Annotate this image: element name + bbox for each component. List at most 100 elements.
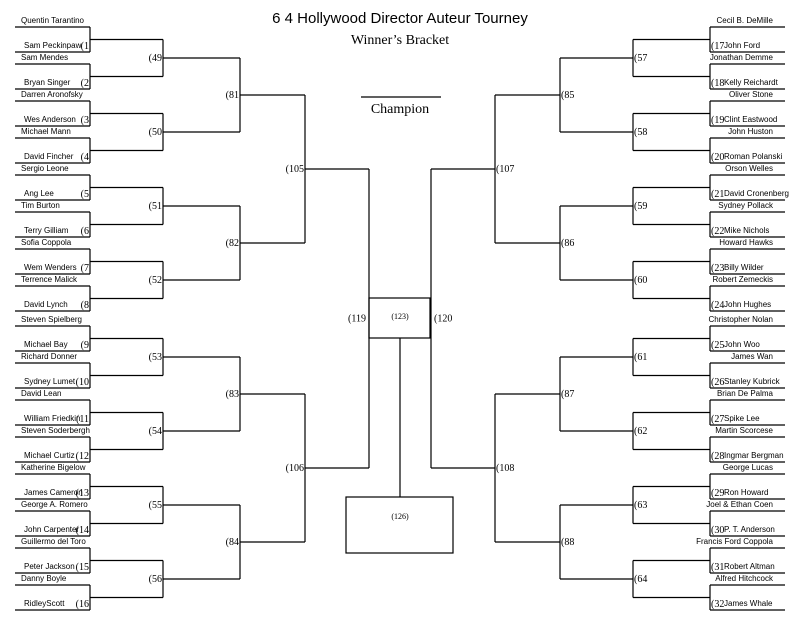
left-r1-match-5-label: (53	[149, 352, 162, 363]
right-block-4-bottom-name: Roman Polanski	[724, 152, 782, 161]
left-block-14-seed: (14	[76, 525, 89, 536]
right-r1-match-4-label: (60	[634, 275, 647, 286]
right-block-2-seed: (18	[711, 78, 724, 89]
bracket-subtitle: Winner’s Bracket	[351, 33, 449, 48]
left-block-13-top-name: Katherine Bigelow	[21, 463, 86, 472]
left-r2-match-4-label: (84	[226, 537, 239, 548]
left-block-12-bottom-name: Michael Curtiz	[24, 451, 75, 460]
left-block-9-seed: (9	[81, 340, 89, 351]
semifinal-box-label: (123)	[391, 312, 409, 321]
right-block-16-top-name: Alfred Hitchcock	[715, 574, 774, 583]
left-r1-match-1-label: (49	[149, 53, 162, 64]
left-r1-match-7-label: (55	[149, 500, 162, 511]
left-r1-match-6-label: (54	[149, 426, 162, 437]
left-block-16-seed: (16	[76, 599, 89, 610]
right-block-13-top-name: George Lucas	[723, 463, 773, 472]
left-r1-match-2-label: (50	[149, 127, 162, 138]
left-block-11-top-name: David Lean	[21, 389, 61, 398]
right-block-10-seed: (26	[711, 377, 724, 388]
left-r4-match-label: (119	[348, 314, 366, 325]
left-block-10-bottom-name: Sydney Lumet	[24, 377, 76, 386]
right-block-4-top-name: John Huston	[728, 127, 773, 136]
right-block-14-bottom-name: P. T. Anderson	[724, 525, 775, 534]
left-r3-match-2-label: (106	[286, 463, 304, 474]
right-block-13-seed: (29	[711, 488, 724, 499]
final-box-label: (126)	[391, 512, 409, 521]
left-block-8-seed: (8	[81, 300, 89, 311]
left-block-14-top-name: George A. Romero	[21, 500, 88, 509]
right-block-6-top-name: Sydney Pollack	[718, 201, 774, 210]
bracket-title: 6 4 Hollywood Director Auteur Tourney	[272, 10, 528, 27]
right-block-9-top-name: Christopher Nolan	[709, 315, 773, 324]
right-block-8-seed: (24	[711, 300, 724, 311]
left-block-1-seed: (1	[81, 41, 89, 52]
right-block-14-top-name: Joel & Ethan Coen	[706, 500, 773, 509]
left-block-8-bottom-name: David Lynch	[24, 300, 68, 309]
left-block-6-top-name: Tim Burton	[21, 201, 60, 210]
left-block-9-bottom-name: Michael Bay	[24, 340, 68, 349]
right-block-11-seed: (27	[711, 414, 724, 425]
bracket-lines	[15, 26, 785, 611]
right-block-1-top-name: Cecil B. DeMille	[717, 16, 774, 25]
left-block-2-seed: (2	[81, 78, 89, 89]
right-r3-match-1-label: (107	[496, 164, 514, 175]
right-block-10-top-name: James Wan	[731, 352, 773, 361]
right-block-15-bottom-name: Robert Altman	[724, 562, 775, 571]
left-block-3-bottom-name: Wes Anderson	[24, 115, 76, 124]
right-r2-match-4-label: (88	[561, 537, 574, 548]
left-block-10-seed: (10	[76, 377, 89, 388]
left-block-15-seed: (15	[76, 562, 89, 573]
right-block-8-bottom-name: John Hughes	[724, 300, 771, 309]
right-block-12-seed: (28	[711, 451, 724, 462]
right-block-5-seed: (21	[711, 189, 724, 200]
left-block-7-seed: (7	[81, 263, 89, 274]
right-block-11-top-name: Brian De Palma	[717, 389, 774, 398]
left-block-5-top-name: Sergio Leone	[21, 164, 69, 173]
left-block-9-top-name: Steven Spielberg	[21, 315, 82, 324]
right-r2-match-1-label: (85	[561, 90, 574, 101]
right-block-8-top-name: Robert Zemeckis	[713, 275, 773, 284]
right-block-14-seed: (30	[711, 525, 724, 536]
left-r2-match-3-label: (83	[226, 389, 239, 400]
right-block-16-bottom-name: James Whale	[724, 599, 773, 608]
right-block-3-top-name: Oliver Stone	[729, 90, 774, 99]
right-block-11-bottom-name: Spike Lee	[724, 414, 760, 423]
right-block-12-bottom-name: Ingmar Bergman	[724, 451, 784, 460]
right-r1-match-2-label: (58	[634, 127, 647, 138]
right-block-2-bottom-name: Kelly Reichardt	[724, 78, 779, 87]
right-r1-match-3-label: (59	[634, 201, 647, 212]
right-block-1-seed: (17	[711, 41, 724, 52]
left-block-4-top-name: Michael Mann	[21, 127, 71, 136]
right-block-9-seed: (25	[711, 340, 724, 351]
right-block-5-top-name: Orson Welles	[725, 164, 773, 173]
right-block-15-seed: (31	[711, 562, 724, 573]
left-r2-match-1-label: (81	[226, 90, 239, 101]
left-block-13-bottom-name: James Cameron	[24, 488, 83, 497]
right-r1-match-8-label: (64	[634, 574, 647, 585]
left-block-12-seed: (12	[76, 451, 89, 462]
right-r1-match-1-label: (57	[634, 53, 647, 64]
right-block-12-top-name: Martin Scorcese	[715, 426, 773, 435]
left-block-8-top-name: Terrence Malick	[21, 275, 78, 284]
left-block-3-seed: (3	[81, 115, 89, 126]
right-block-7-seed: (23	[711, 263, 724, 274]
right-block-7-top-name: Howard Hawks	[719, 238, 773, 247]
left-block-6-seed: (6	[81, 226, 89, 237]
left-r3-match-1-label: (105	[286, 164, 304, 175]
right-block-13-bottom-name: Ron Howard	[724, 488, 768, 497]
left-block-2-bottom-name: Bryan Singer	[24, 78, 71, 87]
right-block-15-top-name: Francis Ford Coppola	[696, 537, 773, 546]
right-r3-match-2-label: (108	[496, 463, 514, 474]
right-block-2-top-name: Jonathan Demme	[710, 53, 774, 62]
left-block-1-bottom-name: Sam Peckinpaw	[24, 41, 82, 50]
left-block-10-top-name: Richard Donner	[21, 352, 77, 361]
left-block-1-top-name: Quentin Tarantino	[21, 16, 85, 25]
left-block-15-bottom-name: Peter Jackson	[24, 562, 75, 571]
right-block-10-bottom-name: Stanley Kubrick	[724, 377, 781, 386]
left-block-7-top-name: Sofia Coppola	[21, 238, 72, 247]
left-block-3-top-name: Darren Aronofsky	[21, 90, 83, 99]
final-box	[345, 496, 454, 554]
